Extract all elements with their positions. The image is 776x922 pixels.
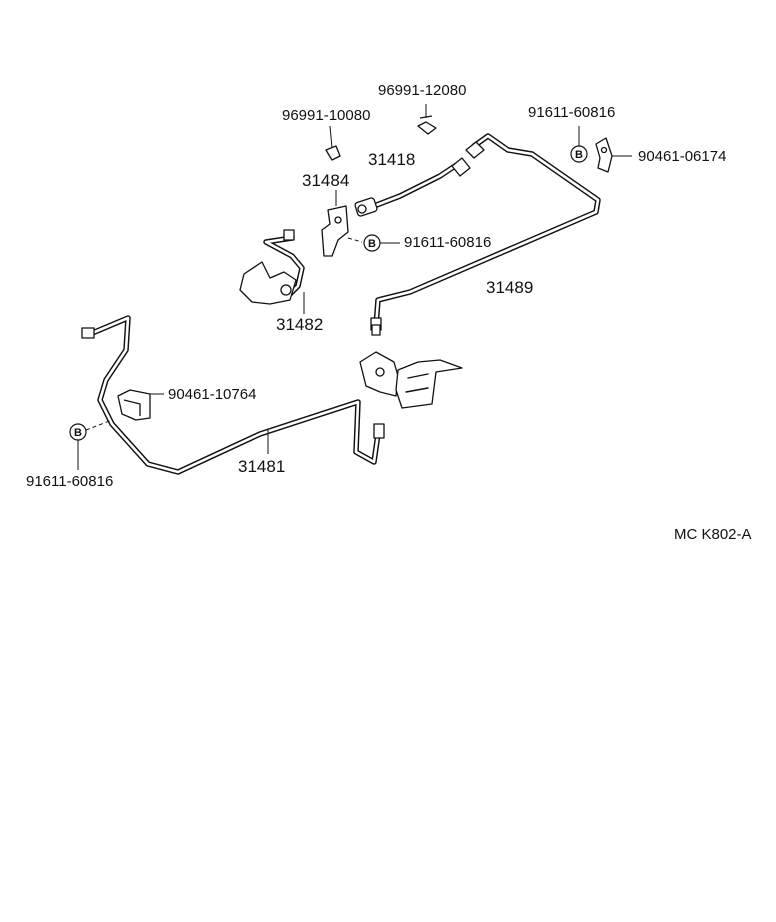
hose-31418-end-fitting xyxy=(451,157,471,177)
tube-31481 xyxy=(81,315,385,475)
diagram-code: MC K802-A xyxy=(674,526,752,543)
label-clamp-10764: 90461-10764 xyxy=(168,386,257,403)
bolt-badge-top-right: B xyxy=(570,145,588,163)
label-clip-12080: 96991-12080 xyxy=(378,82,467,99)
label-bolt-top-right: 91611-60816 xyxy=(528,104,616,121)
hose-31418 xyxy=(354,157,471,217)
bolt-badge-bottom-left: B xyxy=(69,423,87,441)
bolt-badge-middle: B xyxy=(363,234,381,252)
nut-31489-lower xyxy=(371,324,381,336)
clip-96991-12080 xyxy=(417,115,437,135)
label-hose-31418: 31418 xyxy=(368,150,416,169)
label-bolt-bottom-left: 91611-60816 xyxy=(26,473,114,490)
leader-bolt-bottom-left-dash xyxy=(85,419,113,431)
svg-text:B: B xyxy=(368,238,376,250)
label-tube-31481: 31481 xyxy=(238,457,286,476)
bracket-31484 xyxy=(321,190,349,257)
svg-text:B: B xyxy=(575,149,583,161)
tube-31489 xyxy=(370,133,601,336)
clamp-90461-06174 xyxy=(595,137,613,173)
label-clamp-06174: 90461-06174 xyxy=(638,148,727,165)
clip-96991-10080 xyxy=(325,145,341,161)
fitting-31482-upper xyxy=(283,229,295,241)
fitting-31481-left xyxy=(81,327,95,339)
leader-clip-10080 xyxy=(329,125,333,149)
fitting-31481-right xyxy=(373,423,385,439)
tube-31482 xyxy=(239,229,305,314)
fitting-31489-upper xyxy=(465,141,485,159)
brake-valve-assembly xyxy=(359,351,463,409)
hose-31418-nut xyxy=(357,204,367,214)
bracket-31482 xyxy=(239,261,297,305)
label-bracket-31484: 31484 xyxy=(302,171,350,190)
leader-bolt-middle-dash xyxy=(347,237,363,243)
label-tube-31482: 31482 xyxy=(276,315,324,334)
label-tube-31489: 31489 xyxy=(486,278,534,297)
label-bolt-middle: 91611-60816 xyxy=(404,234,492,251)
clamp-90461-10764 xyxy=(117,389,151,421)
label-clip-10080: 96991-10080 xyxy=(282,107,371,124)
svg-text:B: B xyxy=(74,427,82,439)
fitting-31482-lower xyxy=(280,284,292,296)
